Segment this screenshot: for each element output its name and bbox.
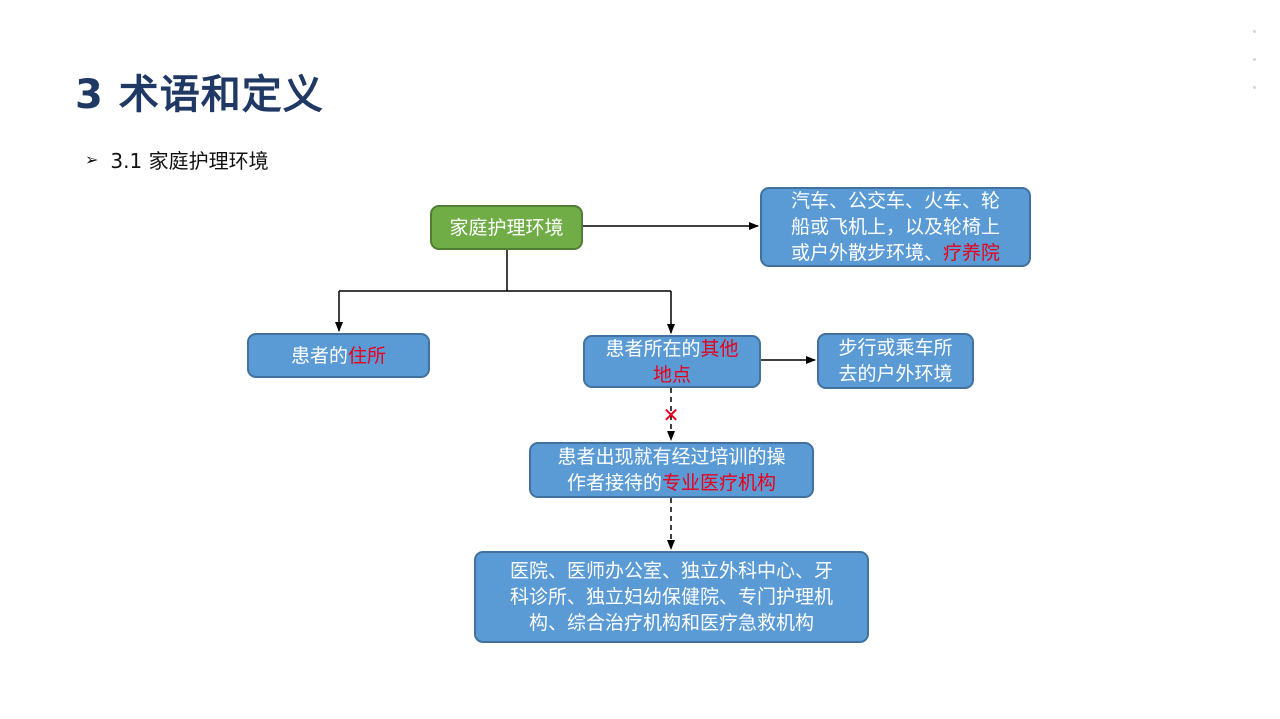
- decorative-dot: [1253, 86, 1256, 89]
- arrow-bullet-icon: ➢: [85, 150, 99, 169]
- page-title: 3 术语和定义: [75, 72, 324, 118]
- node-home-care-environment: 家庭护理环境: [430, 205, 583, 250]
- node-facility-list: 医院、医师办公室、独立外科中心、牙 科诊所、独立妇幼保健院、专门护理机 构、综合…: [474, 551, 869, 643]
- exclusion-mark-icon: ✕: [663, 403, 680, 427]
- node-professional-facility: 患者出现就有经过培训的操 作者接待的专业医疗机构: [529, 442, 814, 498]
- node-patient-residence: 患者的住所: [247, 333, 430, 378]
- node-vehicles-outdoor: 汽车、公交车、火车、轮 船或飞机上，以及轮椅上 或户外散步环境、疗养院: [760, 187, 1031, 267]
- section-heading: ➢ 3.1 家庭护理环境: [85, 145, 269, 174]
- decorative-dot: [1253, 30, 1256, 33]
- node-outdoor-environment: 步行或乘车所 去的户外环境: [817, 333, 974, 389]
- decorative-dot: [1253, 58, 1256, 61]
- node-other-places: 患者所在的其他 地点: [583, 335, 761, 388]
- section-heading-text: 3.1 家庭护理环境: [110, 149, 269, 173]
